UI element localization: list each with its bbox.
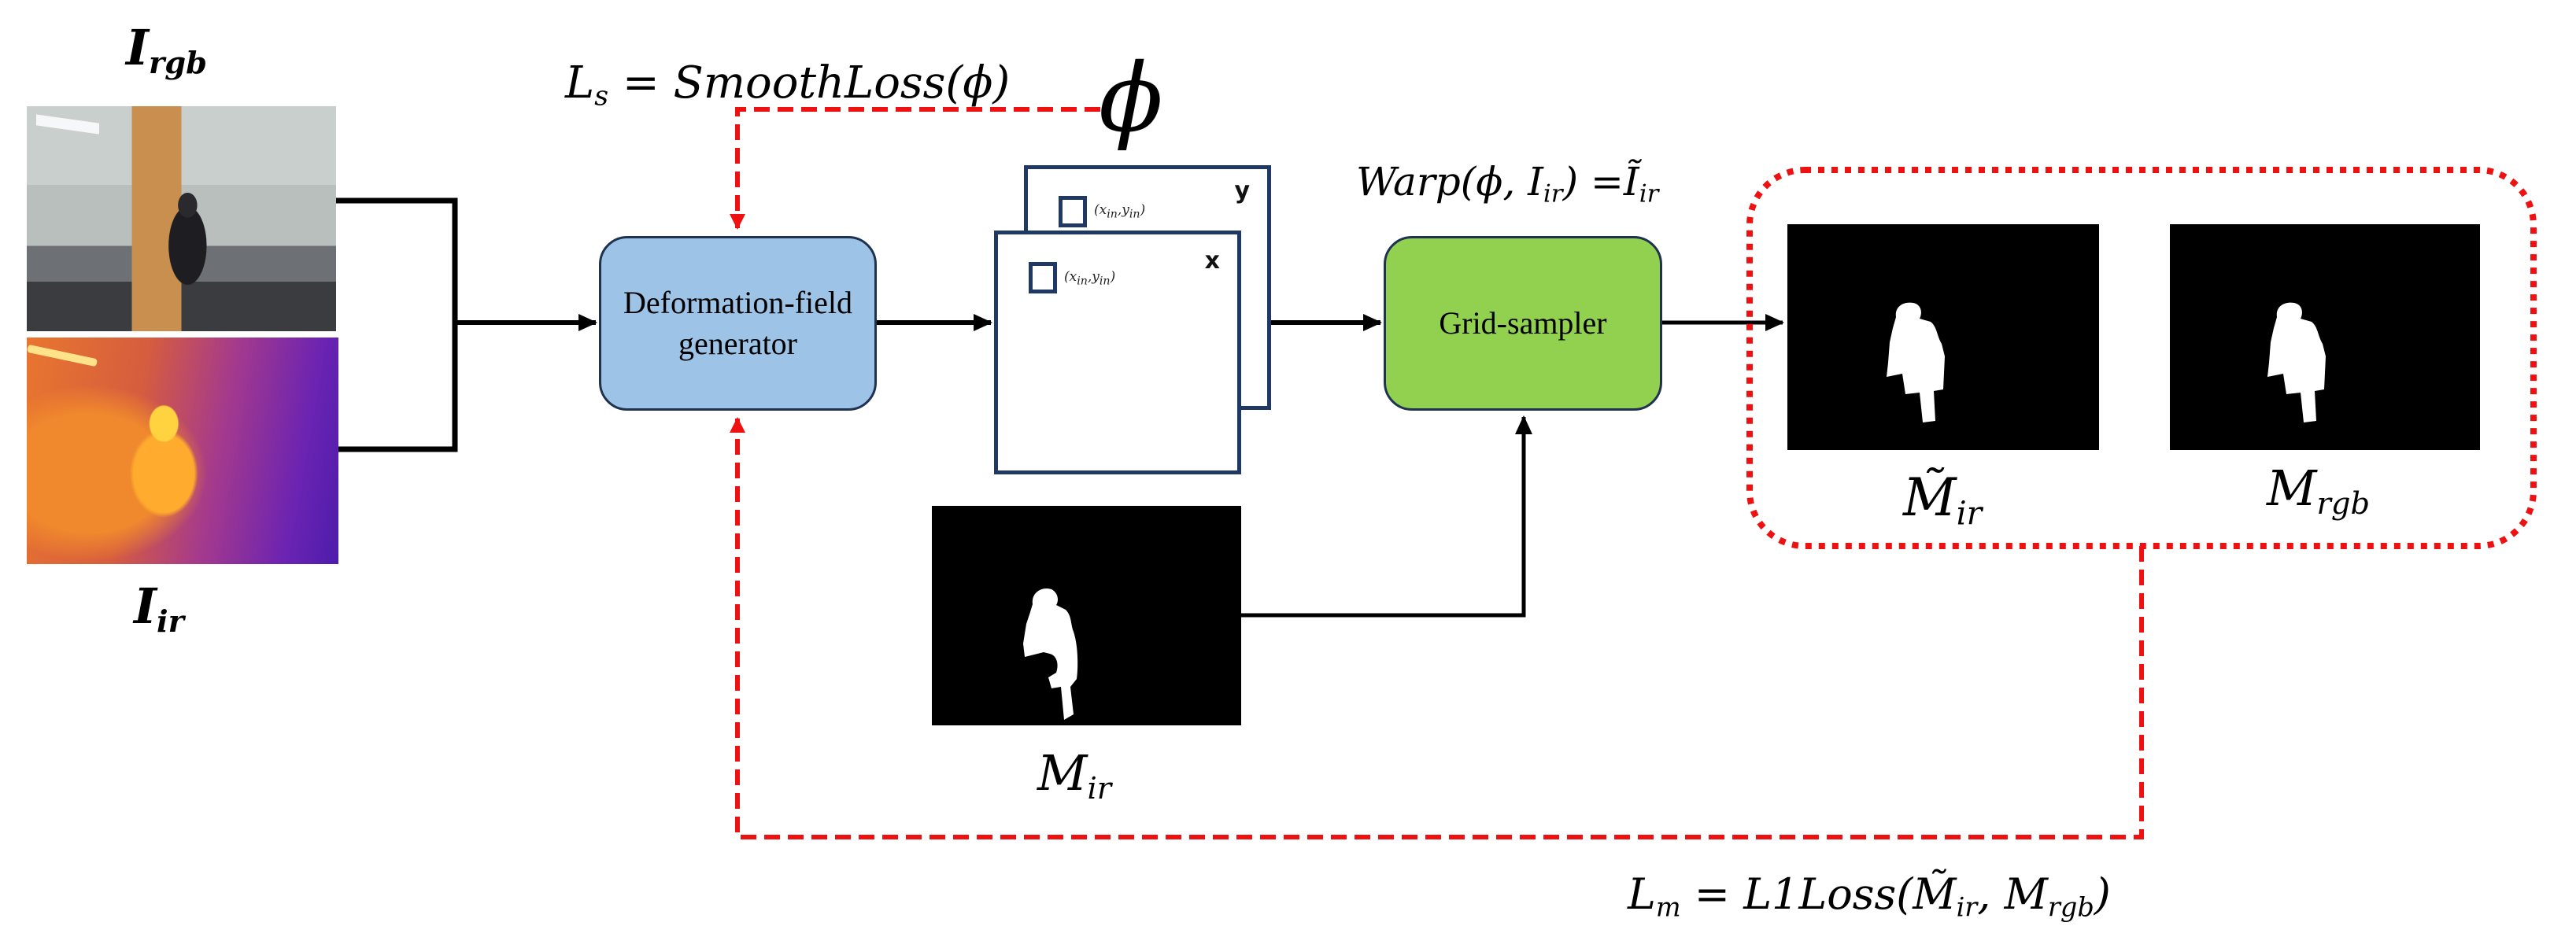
l1-loss-sep: , M [1977, 869, 2048, 919]
rgb-mask-label: Mrgb [2267, 464, 2370, 519]
phi-symbol: ϕ [1099, 44, 1163, 153]
l1-loss-end: ) [2094, 869, 2111, 919]
smooth-loss-rhs: = SmoothLoss(ϕ) [622, 57, 1011, 109]
l1-loss-formula: Lm = L1Loss(M̃ir, Mrgb) [1628, 873, 2111, 920]
rgb-input-connector [336, 197, 458, 452]
ir-label-sub: ir [157, 603, 184, 640]
coord-label-x: (xin,yin) [1064, 269, 1116, 288]
warped-ir-mask-image [1787, 224, 2099, 450]
rgb-mask-silhouette [2267, 302, 2326, 422]
grid-sampler[interactable]: Grid-sampler [1384, 236, 1662, 411]
deformation-label-line1: Deformation-field [623, 285, 852, 320]
ir-mask-label-main: M [1037, 744, 1088, 802]
l1-loss-arg2-sub: rgb [2047, 891, 2094, 923]
warp-lhs-sub: ir [1543, 179, 1563, 208]
ir-mask-silhouette [1023, 588, 1078, 720]
ir-mask-image [932, 506, 1241, 725]
rgb-label-main: I [126, 19, 150, 76]
channel-axis-label-y: y [1234, 177, 1250, 205]
ir-mask-to-sampler-connector [1241, 415, 1532, 618]
mask-comparison-group-border [1746, 167, 2537, 549]
warped-ir-mask-label-sub: ir [1956, 494, 1983, 533]
ir-mask-label: Mir [1037, 749, 1111, 804]
ir-input-image [27, 338, 338, 564]
l1-loss-lhs-sub: m [1655, 891, 1681, 923]
warp-mid: ) = [1562, 159, 1624, 205]
rgb-image-label: Irgb [126, 24, 207, 79]
rgb-mask-label-main: M [2267, 459, 2317, 517]
deformation-field-channel-x: (xin,yin) x [994, 231, 1241, 474]
warped-ir-mask-label: M̃ir [1903, 472, 1982, 529]
warp-lhs: Warp(ϕ, I [1356, 159, 1543, 205]
l1-loss-arg1-sub: ir [1956, 891, 1978, 923]
deformation-label-line2: generator [678, 326, 797, 361]
smooth-loss-feedback-line [730, 107, 1100, 230]
coord-label-y: (xin,yin) [1094, 202, 1146, 221]
smooth-loss-lhs: L [565, 57, 595, 109]
rgb-input-image [27, 106, 336, 331]
smooth-loss-formula: Ls = SmoothLoss(ϕ) [565, 61, 1010, 113]
warped-ir-mask-label-main: M̃ [1903, 467, 1957, 528]
l1-loss-feedback-line [730, 417, 2144, 839]
rgb-mask-label-sub: rgb [2316, 485, 2371, 522]
rgb-label-sub: rgb [149, 45, 207, 81]
warp-rhs: Ĩ [1623, 159, 1639, 205]
warped-ir-mask-silhouette [1887, 302, 1945, 422]
sample-cell-y [1059, 196, 1087, 227]
warp-formula: Warp(ϕ, Iir) =Ĩir [1356, 162, 1658, 207]
smooth-loss-lhs-sub: s [594, 80, 609, 113]
rgb-mask-image [2170, 224, 2480, 450]
ir-label-main: I [134, 577, 157, 635]
deformation-field-generator[interactable]: Deformation-field generator [599, 236, 877, 411]
l1-loss-lhs: L [1628, 869, 1656, 919]
l1-loss-arg1: M̃ [1913, 869, 1957, 919]
l1-loss-rhs: = L1Loss( [1694, 869, 1913, 919]
grid-sampler-label: Grid-sampler [1439, 305, 1607, 341]
sample-cell-x [1029, 262, 1057, 293]
ir-mask-label-sub: ir [1087, 770, 1112, 806]
warp-rhs-sub: ir [1639, 179, 1659, 208]
ir-image-label: Iir [134, 582, 184, 637]
channel-axis-label-x: x [1204, 247, 1220, 275]
